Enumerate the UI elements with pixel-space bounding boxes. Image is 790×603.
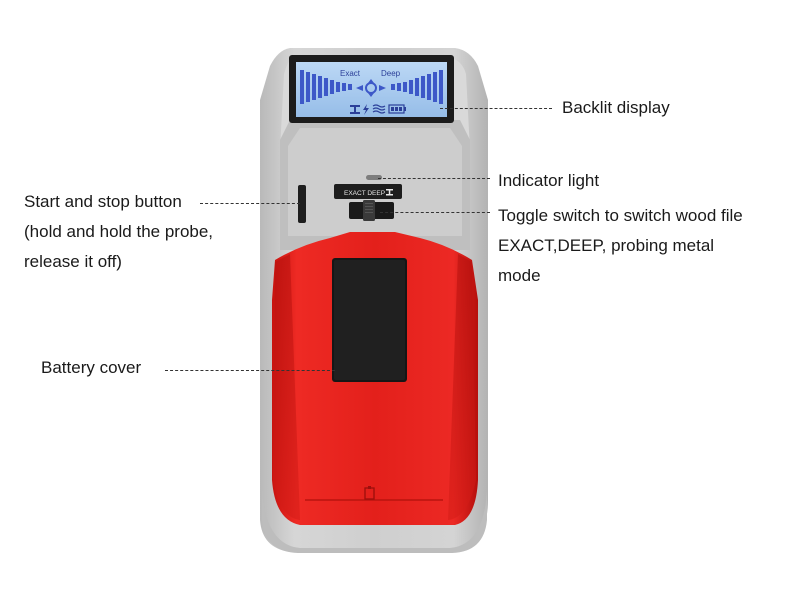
leader-battery-cover [165, 370, 335, 371]
switch-stud-icon [386, 189, 393, 196]
metal-icon [372, 104, 386, 114]
leader-start-stop-button [200, 203, 300, 204]
battery-icon [388, 104, 406, 114]
callout-toggle-switch: Toggle switch to switch wood file EXACT,… [498, 206, 743, 285]
lightning-icon [363, 104, 369, 115]
signal-bars-left [300, 70, 352, 104]
switch-label-plate [334, 184, 402, 199]
toggle-switch-knob [363, 200, 375, 221]
display-mode-exact: Exact [340, 69, 361, 78]
leader-toggle-switch [380, 212, 490, 213]
display-mode-deep: Deep [381, 69, 401, 78]
callout-backlit-display: Backlit display [562, 98, 670, 117]
callout-battery-cover: Battery cover [41, 358, 142, 377]
signal-bars-right [391, 70, 443, 104]
callout-indicator-light: Indicator light [498, 171, 600, 190]
callout-start-stop-button: Start and stop button (hold and hold the… [24, 192, 214, 271]
leader-indicator-light [378, 178, 490, 179]
leader-backlit-display [440, 108, 552, 109]
start-stop-button [298, 185, 306, 223]
crosshair-icon [356, 79, 386, 97]
stud-icon [350, 105, 360, 114]
switch-label-text: EXACT DEEP [344, 190, 385, 197]
